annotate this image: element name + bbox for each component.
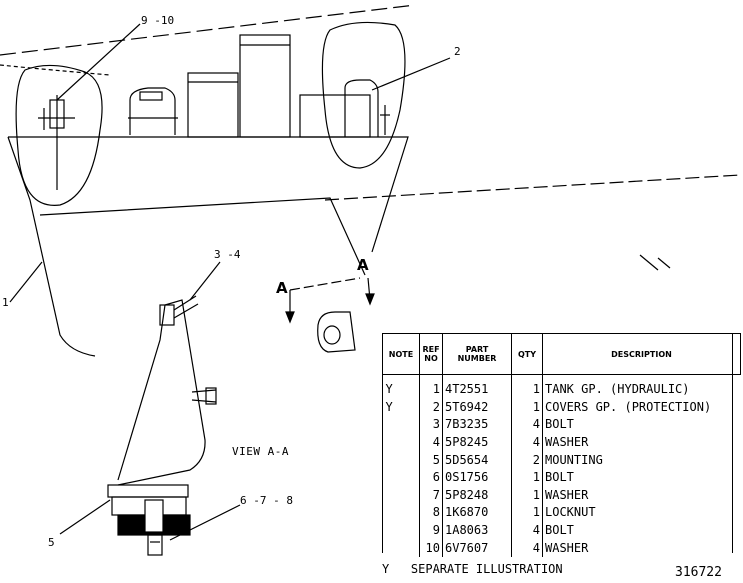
cell-ref: 3 — [419, 416, 443, 434]
bracket-view-aa — [117, 299, 206, 486]
cell-desc: MOUNTING — [542, 451, 741, 469]
cell-part: 5P8245 — [442, 433, 512, 452]
frame-line-dashed — [0, 4, 416, 56]
cell-part: 5T6942 — [442, 398, 512, 417]
cell-qty: 1 — [511, 468, 543, 487]
header-ref-line2: NO — [424, 354, 438, 363]
cell-qty: 4 — [511, 539, 543, 557]
header-part-line1: PART — [465, 345, 489, 354]
cell-part: 6V7607 — [442, 539, 512, 557]
cell-note — [383, 487, 420, 505]
header-qty: QTY — [511, 333, 543, 375]
cell-qty: 2 — [511, 451, 543, 469]
cell-part: 4T2551 — [442, 381, 512, 399]
section-letter-left: A — [276, 279, 288, 297]
cell-note: Y — [385, 382, 393, 397]
callout-5: 5 — [48, 536, 55, 549]
detail-circle-right — [321, 21, 406, 169]
leader-2 — [371, 57, 451, 91]
cell-part: 1A8063 — [442, 521, 512, 540]
cell-ref: 8 — [419, 504, 443, 522]
cell-qty: 1 — [511, 398, 543, 417]
cell-ref: 2 — [419, 398, 443, 417]
cell-ref: 7 — [419, 486, 443, 505]
header-ref-line1: REF — [422, 345, 440, 354]
cell-ref: 6 — [419, 468, 443, 487]
cell-desc: WASHER — [542, 433, 741, 452]
leader-6-7-8 — [169, 504, 241, 541]
cell-ref: 1 — [419, 381, 443, 399]
cell-note — [383, 469, 420, 487]
cell-note — [383, 451, 420, 469]
section-letter-right: A — [357, 256, 369, 274]
cell-desc: WASHER — [542, 539, 741, 557]
view-label: VIEW A-A — [232, 445, 289, 458]
section-line — [289, 277, 361, 291]
leader-9-10 — [56, 23, 141, 101]
footnote: Y SEPARATE ILLUSTRATION — [382, 562, 563, 576]
illustration-number: 316722 — [675, 565, 722, 580]
cell-note — [383, 539, 420, 557]
cell-part: 7B3235 — [442, 416, 512, 434]
header-part-line2: NUMBER — [457, 354, 497, 363]
callout-6-7-8: 6 -7 - 8 — [240, 494, 293, 507]
header-note: NOTE — [382, 333, 420, 375]
cell-desc: BOLT — [542, 416, 741, 434]
cell-note — [383, 522, 420, 540]
leader-5 — [59, 499, 111, 535]
header-part-number: PART NUMBER — [442, 333, 512, 375]
cell-ref: 4 — [419, 433, 443, 452]
cell-qty: 4 — [511, 433, 543, 452]
cell-ref: 9 — [419, 521, 443, 540]
cell-desc: BOLT — [542, 468, 741, 487]
header-ref-no: REF NO — [419, 333, 443, 375]
parts-table-header: NOTE REF NO PART NUMBER QTY DESCRIPTION — [382, 333, 741, 375]
detail-circle-left — [15, 64, 103, 206]
cell-note — [383, 416, 420, 434]
callout-2: 2 — [454, 45, 461, 58]
cell-ref: 5 — [419, 451, 443, 469]
cell-qty: 1 — [511, 381, 543, 399]
leader-1 — [9, 261, 43, 303]
cell-qty: 1 — [511, 504, 543, 522]
cell-part: 1K6870 — [442, 504, 512, 522]
cell-qty: 4 — [511, 521, 543, 540]
callout-9-10: 9 -10 — [141, 14, 175, 27]
tank-top-edge — [8, 136, 409, 253]
cell-note — [383, 504, 420, 522]
cell-qty: 4 — [511, 416, 543, 434]
cell-desc: TANK GP. (HYDRAULIC) — [542, 381, 741, 399]
cell-qty: 1 — [511, 486, 543, 505]
cell-desc: COVERS GP. (PROTECTION) — [542, 398, 741, 417]
cell-note — [383, 434, 420, 452]
frame-line-right — [324, 174, 741, 201]
cell-part: 0S1756 — [442, 468, 512, 487]
callout-3-4: 3 -4 — [214, 248, 241, 261]
leader-3-4 — [189, 261, 221, 301]
tank-inner-line — [39, 197, 366, 276]
cell-desc: BOLT — [542, 521, 741, 540]
cell-part: 5P8248 — [442, 486, 512, 505]
cell-part: 5D5654 — [442, 451, 512, 469]
cell-note: Y — [385, 399, 393, 414]
parts-list-table: NOTE REF NO PART NUMBER QTY DESCRIPTION … — [382, 333, 741, 557]
tank-left-side — [7, 136, 96, 357]
table-spacer — [383, 374, 741, 381]
callout-1: 1 — [2, 296, 9, 309]
cell-desc: LOCKNUT — [542, 504, 741, 522]
cell-desc: WASHER — [542, 486, 741, 505]
header-description: DESCRIPTION — [542, 333, 741, 375]
cell-ref: 10 — [419, 539, 443, 557]
